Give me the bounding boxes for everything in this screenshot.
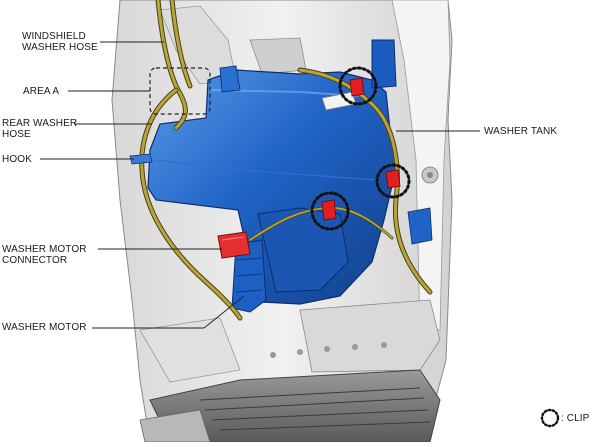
hook (129, 153, 153, 165)
label-line: AREA A (23, 86, 60, 97)
clip-markers (310, 66, 411, 231)
area-a-frame (149, 67, 211, 115)
dotted-circle-icon (540, 408, 560, 428)
label-hook: HOOK (2, 154, 32, 165)
label-washer-motor-connector: WASHER MOTOR CONNECTOR (2, 244, 87, 266)
label-line: WASHER MOTOR (2, 244, 87, 255)
washer-motor-connector (217, 231, 251, 259)
label-line: HOOK (2, 154, 32, 165)
label-windshield-washer-hose: WINDSHIELD WASHER HOSE (22, 31, 98, 53)
label-rear-washer-hose: REAR WASHER HOSE (2, 118, 77, 140)
clip-marker-upper (338, 66, 378, 106)
label-washer-tank: WASHER TANK (484, 126, 557, 137)
label-line: WINDSHIELD (22, 31, 86, 42)
label-area-a: AREA A (23, 86, 59, 97)
leader-lines (40, 41, 480, 329)
washer-motor (231, 239, 267, 313)
label-line: HOSE (2, 129, 31, 140)
label-line: WASHER MOTOR (2, 322, 87, 333)
clip-parts (321, 77, 401, 221)
legend-clip-label: : CLIP (561, 413, 590, 424)
clip-marker-right (375, 163, 411, 199)
label-line: WASHER TANK (484, 126, 558, 137)
label-line: CONNECTOR (2, 255, 68, 266)
label-washer-motor: WASHER MOTOR (2, 322, 87, 333)
clip-marker-middle (310, 191, 350, 231)
label-line: REAR WASHER (2, 118, 78, 129)
label-line: WASHER HOSE (22, 42, 98, 53)
